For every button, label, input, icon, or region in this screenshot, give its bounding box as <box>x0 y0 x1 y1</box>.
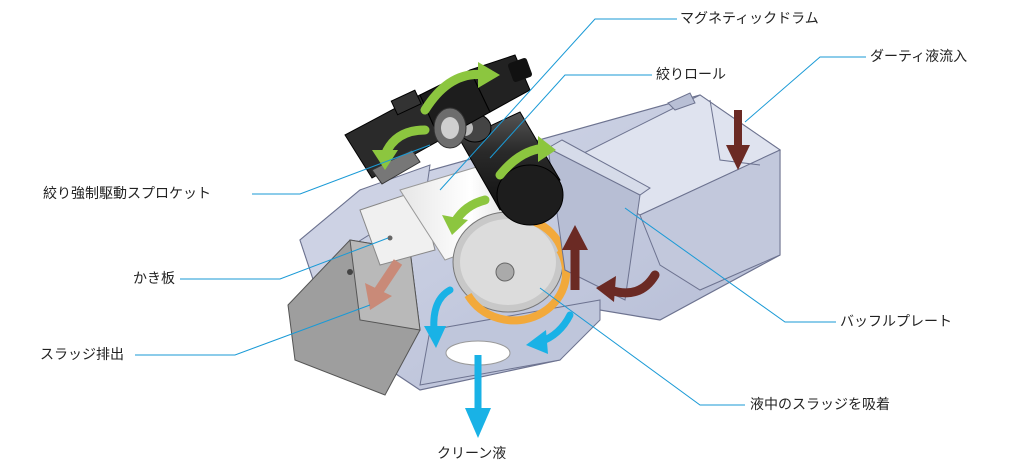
label-scraper: かき板 <box>133 271 175 287</box>
label-dirty-inflow: ダーティ液流入 <box>870 49 968 65</box>
arrow-icon <box>424 286 574 438</box>
arrow-icon <box>372 62 556 235</box>
label-adsorb: 液中のスラッジを吸着 <box>750 397 890 413</box>
arrow-icon <box>365 259 403 310</box>
label-clean-liquid: クリーン液 <box>437 446 507 462</box>
label-magnetic-drum: マグネティックドラム <box>680 11 819 27</box>
arrow-icon <box>562 110 750 302</box>
leader-lines <box>135 18 866 406</box>
label-squeeze-roll: 絞りロール <box>656 67 726 83</box>
label-sprocket: 絞り強制駆動スプロケット <box>43 186 211 202</box>
label-sludge-out: スラッジ排出 <box>40 347 124 363</box>
label-baffle-plate: バッフルプレート <box>840 314 952 330</box>
